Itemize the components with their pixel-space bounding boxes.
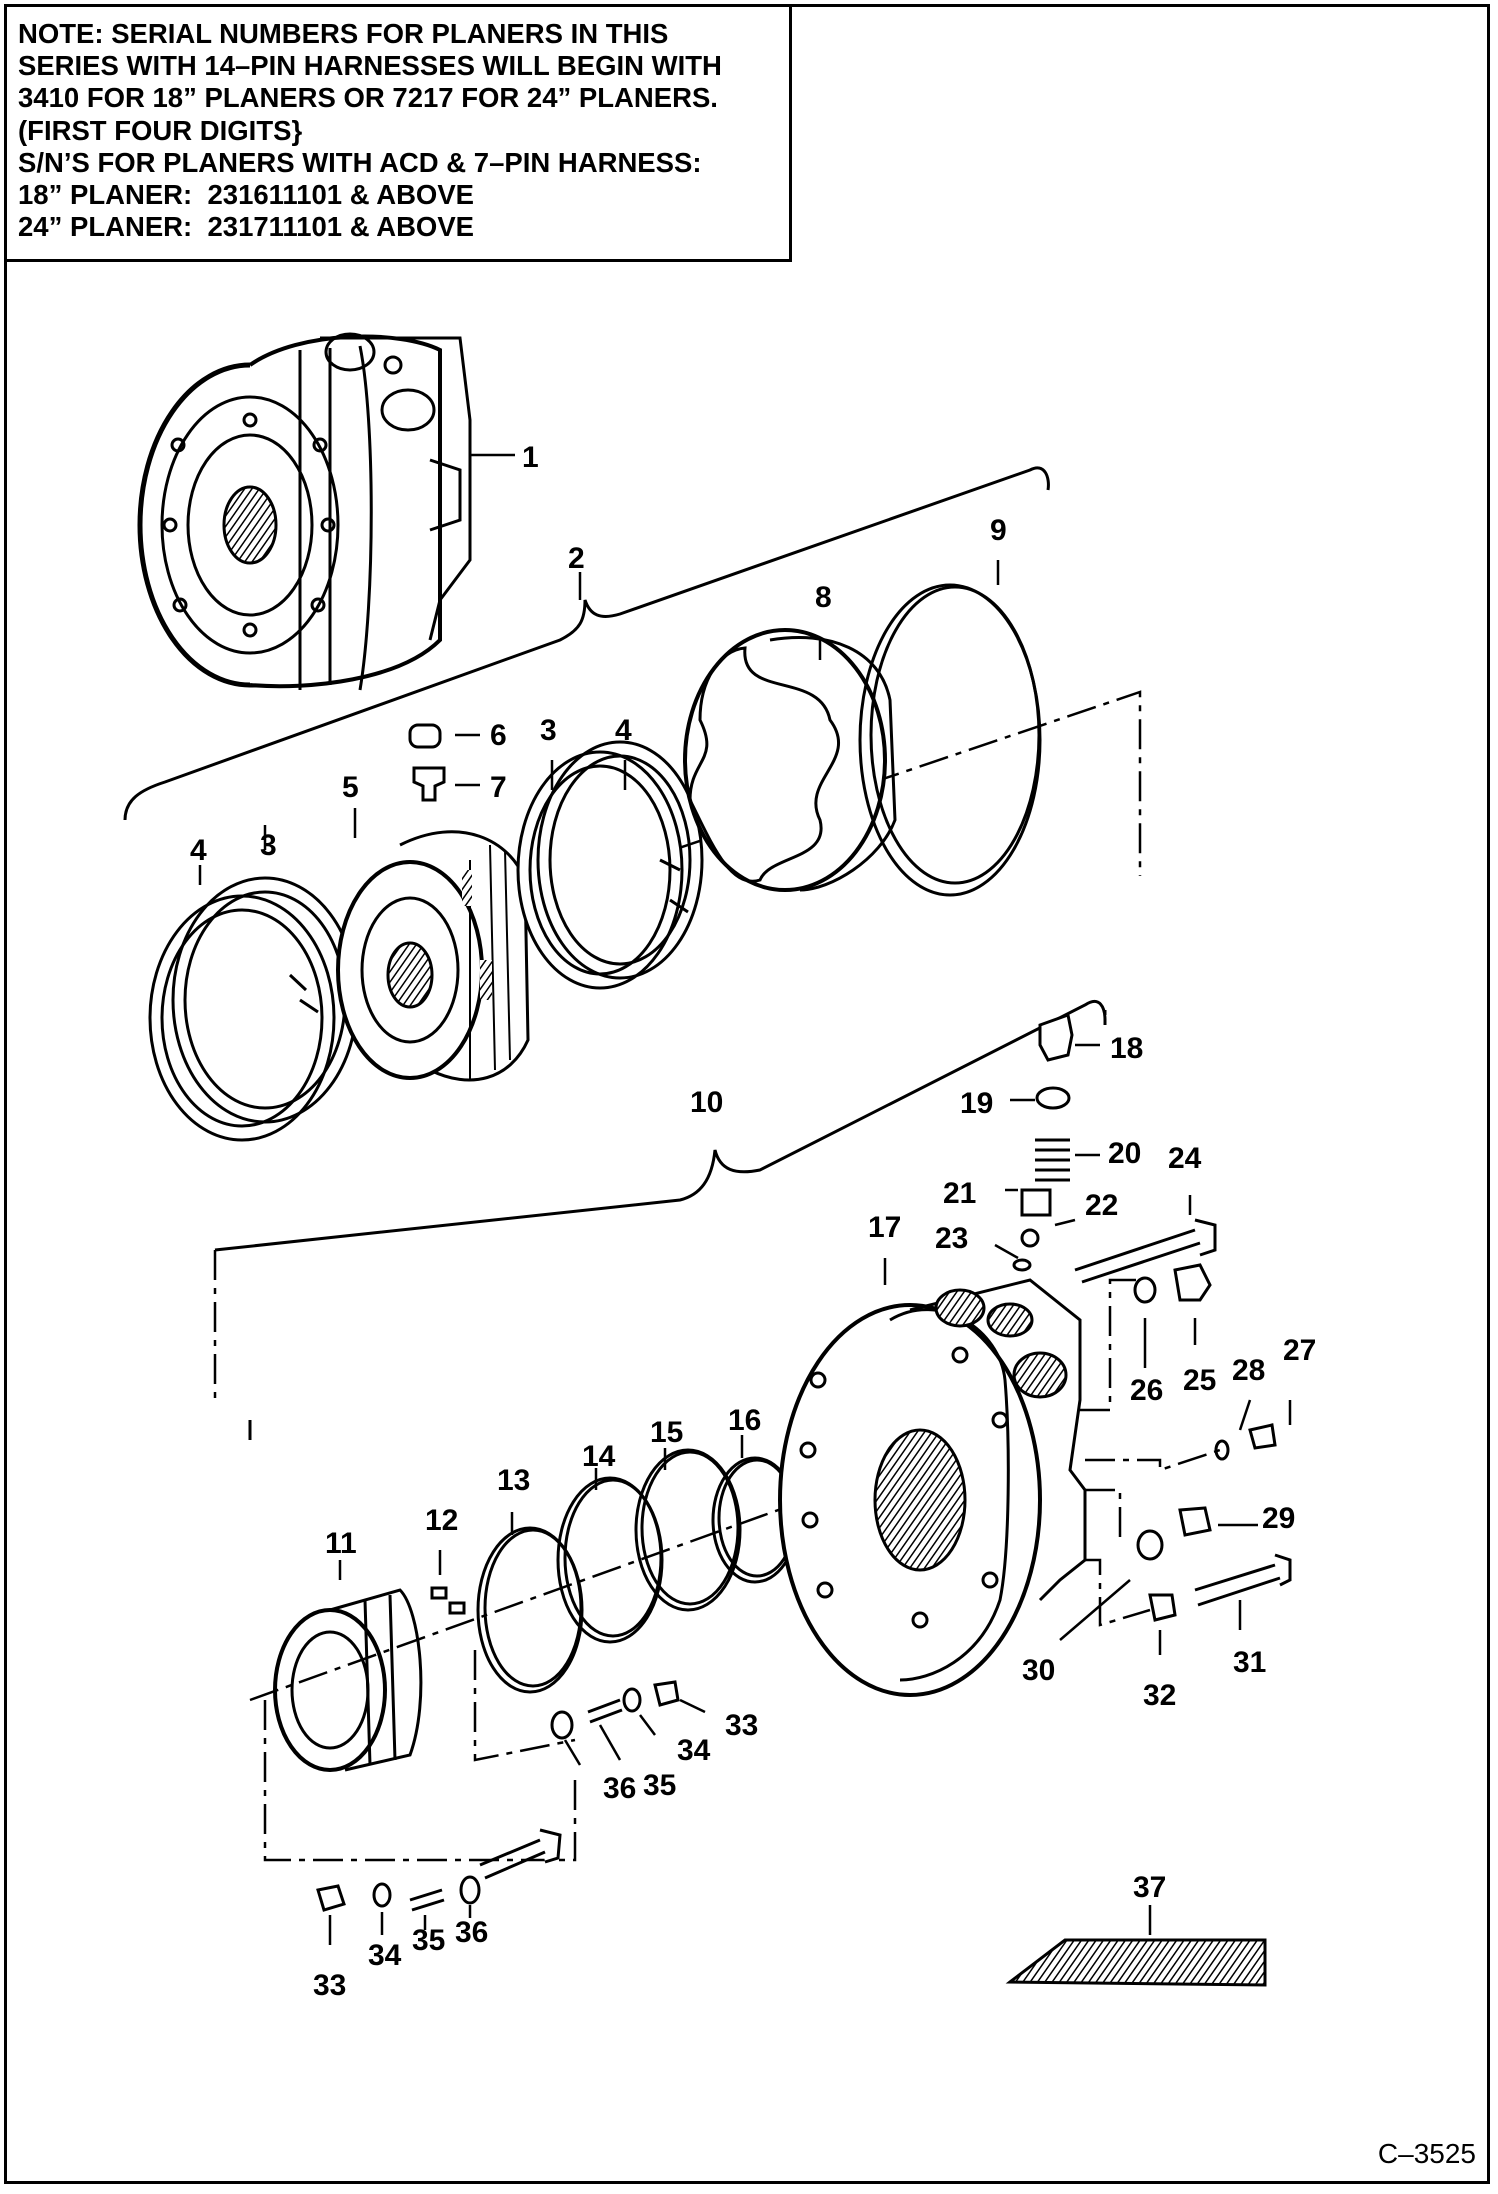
spool-part-11 [273, 1588, 423, 1772]
callout-8: 8 [815, 581, 832, 614]
seal-ring-pair-left [148, 876, 359, 1142]
seal-part-15 [634, 1448, 742, 1612]
callout-16: 16 [728, 1404, 761, 1437]
callout-3-right: 3 [540, 714, 557, 747]
callout-22: 22 [1085, 1189, 1118, 1222]
note-line-2: SERIES WITH 14–PIN HARNESSES WILL BEGIN … [18, 50, 722, 82]
callout-23: 23 [935, 1222, 968, 1255]
callout-30: 30 [1022, 1654, 1055, 1687]
callout-33-mid: 33 [725, 1709, 758, 1742]
plug-part-32 [1148, 1593, 1177, 1622]
motor-assembly-part [137, 332, 472, 691]
callout-19: 19 [960, 1087, 993, 1120]
plug-part-25 [1173, 1263, 1212, 1302]
valve-part-7 [412, 766, 446, 802]
callout-9: 9 [990, 514, 1007, 547]
plug-part-29 [1178, 1506, 1212, 1537]
callout-7: 7 [490, 771, 507, 804]
callout-31: 31 [1233, 1646, 1266, 1679]
callout-35-bottom: 35 [412, 1924, 445, 1957]
callout-37: 37 [1133, 1871, 1166, 1904]
callout-4-right: 4 [615, 714, 632, 747]
callout-6: 6 [490, 719, 507, 752]
serial-number-note: NOTE: SERIAL NUMBERS FOR PLANERS IN THIS… [4, 4, 792, 262]
ball-part-22 [1020, 1228, 1040, 1248]
washer-part-19 [1035, 1086, 1071, 1110]
bracket-group-2 [123, 466, 1050, 821]
callout-10: 10 [690, 1086, 723, 1119]
callout-14: 14 [582, 1440, 616, 1473]
callout-4-left: 4 [190, 834, 207, 867]
plug-part-33-mid [653, 1680, 680, 1707]
note-line-7: 24” PLANER: 231711101 & ABOVE [18, 211, 475, 243]
callout-34-mid: 34 [677, 1734, 711, 1767]
note-line-3: 3410 FOR 18” PLANERS OR 7217 FOR 24” PLA… [18, 82, 718, 114]
washer-part-34-bottom [372, 1882, 392, 1908]
diagram-frame [4, 4, 1490, 2184]
callout-24: 24 [1168, 1142, 1202, 1175]
seat-part-23 [1012, 1258, 1032, 1272]
note-line-6: 18” PLANER: 231611101 & ABOVE [18, 179, 475, 211]
callout-2: 2 [568, 542, 585, 575]
stator-ring-part [683, 628, 897, 892]
washer-part-30 [1136, 1529, 1164, 1561]
plug-part-27 [1248, 1423, 1277, 1450]
note-line-4: (FIRST FOUR DIGITS} [18, 114, 303, 146]
callout-11: 11 [325, 1527, 357, 1560]
callout-36-mid: 36 [603, 1772, 636, 1805]
seal-ring-pair-right [516, 740, 704, 990]
o-ring-part-9 [858, 583, 1042, 897]
callout-34-bottom: 34 [368, 1939, 402, 1972]
callout-12: 12 [425, 1504, 458, 1537]
housing-part-17 [778, 1278, 1087, 1697]
callout-26: 26 [1130, 1374, 1163, 1407]
callout-32: 32 [1143, 1679, 1176, 1712]
rotor-part [336, 830, 530, 1082]
plug-part-33-bottom [316, 1884, 346, 1912]
callout-15: 15 [650, 1416, 683, 1449]
callout-17: 17 [868, 1211, 901, 1244]
callout-27: 27 [1283, 1334, 1316, 1367]
note-line-5: S/N’S FOR PLANERS WITH ACD & 7–PIN HARNE… [18, 146, 702, 178]
callout-13: 13 [497, 1464, 530, 1497]
callout-18: 18 [1110, 1032, 1143, 1065]
callout-21: 21 [943, 1177, 976, 1210]
callout-1: 1 [522, 441, 539, 474]
callout-29: 29 [1262, 1502, 1295, 1535]
callout-36-bottom: 36 [455, 1916, 488, 1949]
bolt-part-31 [1194, 1553, 1292, 1607]
callout-25: 25 [1183, 1364, 1216, 1397]
washer-part-34-mid [622, 1687, 642, 1713]
washer-part-36-bottom [459, 1875, 481, 1905]
pin-part-12a [430, 1586, 448, 1600]
pin-part-6 [408, 723, 442, 749]
bolt-part-24 [1074, 1218, 1217, 1284]
poppet-part-21 [1020, 1188, 1052, 1217]
figure-code: C–3525 [1377, 2138, 1476, 2169]
bracket-group-10 [214, 999, 1107, 1252]
setscrew-part-35-mid [587, 1698, 623, 1724]
setscrew-part-35-bottom [409, 1888, 445, 1912]
callout-20: 20 [1108, 1137, 1141, 1170]
spring-part-20 [1035, 1138, 1070, 1182]
washer-part-26 [1133, 1276, 1157, 1304]
pin-part-12b [448, 1601, 466, 1615]
callout-28: 28 [1232, 1354, 1265, 1387]
note-line-1: NOTE: SERIAL NUMBERS FOR PLANERS IN THIS [18, 18, 669, 49]
callout-33-bottom: 33 [313, 1969, 346, 2002]
callout-35-mid: 35 [643, 1769, 676, 1802]
washer-part-28 [1214, 1439, 1230, 1461]
callout-5: 5 [342, 771, 359, 804]
plug-part-18 [1038, 1013, 1074, 1062]
decal-part-37 [1005, 1938, 1267, 1987]
callout-3-left: 3 [260, 829, 277, 862]
washer-part-36-mid [550, 1710, 574, 1740]
